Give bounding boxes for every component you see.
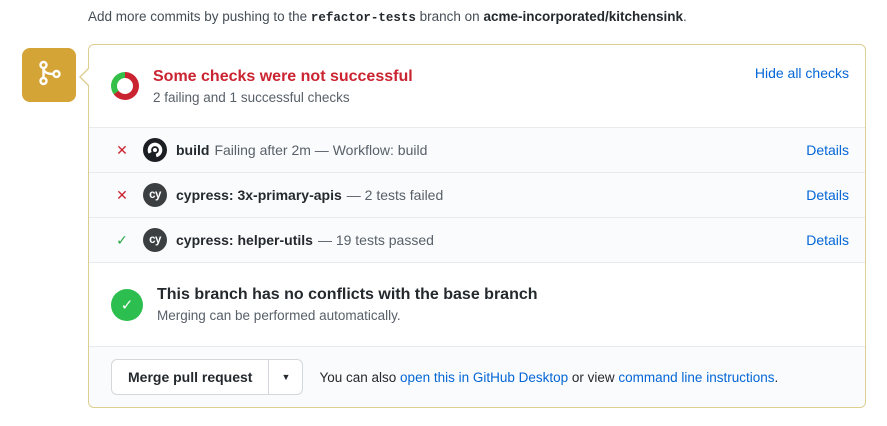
check-description: — 19 tests passed: [317, 232, 434, 248]
merge-action-bar: Merge pull request ▼ You can also open t…: [89, 346, 865, 407]
checks-summary-texts: Some checks were not successful 2 failin…: [153, 68, 755, 105]
check-icon: ✓: [116, 231, 128, 248]
check-list: ✕ build Failing after 2m — Workflow: bui…: [89, 127, 865, 262]
build-ci-icon: [143, 138, 167, 162]
also-prefix: You can also: [319, 369, 401, 385]
check-description: Failing after 2m — Workflow: build: [214, 142, 428, 158]
merge-status-avatar: [22, 48, 76, 102]
note-middle: branch on: [415, 9, 484, 24]
check-name: build: [176, 142, 210, 158]
x-icon: ✕: [116, 186, 128, 203]
mergeability-texts: This branch has no conflicts with the ba…: [157, 286, 538, 323]
checks-summary-header: Some checks were not successful 2 failin…: [89, 45, 865, 127]
mergeability-title: This branch has no conflicts with the ba…: [157, 286, 538, 303]
chevron-down-icon: ▼: [281, 372, 291, 382]
add-commits-note: Add more commits by pushing to the refac…: [88, 9, 687, 25]
github-desktop-link[interactable]: open this in GitHub Desktop: [400, 369, 569, 385]
command-line-instructions-link[interactable]: command line instructions: [618, 369, 775, 385]
check-name: cypress: 3x-primary-apis: [176, 187, 342, 203]
check-row-cypress-helper: ✓ cy cypress: helper-utils — 19 tests pa…: [89, 217, 865, 262]
or-view-text: or view: [568, 369, 619, 385]
speech-caret: [79, 67, 89, 87]
details-link[interactable]: Details: [806, 142, 849, 158]
details-link[interactable]: Details: [806, 187, 849, 203]
repo-name: acme-incorporated/kitchensink: [483, 9, 683, 24]
merge-box: Some checks were not successful 2 failin…: [79, 44, 866, 408]
check-description: — 2 tests failed: [346, 187, 444, 203]
merge-pull-request-button[interactable]: Merge pull request: [112, 360, 268, 394]
mergeability-subtitle: Merging can be performed automatically.: [157, 308, 401, 323]
hide-all-checks-link[interactable]: Hide all checks: [754, 65, 849, 81]
checks-status-donut-icon: [111, 72, 139, 100]
check-name: cypress: helper-utils: [176, 232, 313, 248]
checks-summary-title: Some checks were not successful: [153, 67, 413, 85]
check-row-cypress-primary: ✕ cy cypress: 3x-primary-apis — 2 tests …: [89, 172, 865, 217]
cypress-icon: cy: [143, 228, 167, 252]
branch-name: refactor-tests: [310, 11, 416, 25]
merge-options-dropdown-button[interactable]: ▼: [268, 360, 302, 394]
git-merge-icon: [33, 57, 65, 94]
checks-summary-subtitle: 2 failing and 1 successful checks: [153, 89, 350, 105]
check-row-build: ✕ build Failing after 2m — Workflow: bui…: [89, 127, 865, 172]
note-suffix: .: [683, 9, 687, 24]
check-circle-icon: ✓: [111, 288, 143, 321]
cypress-icon: cy: [143, 183, 167, 207]
x-icon: ✕: [116, 141, 128, 158]
mergeability-section: ✓ This branch has no conflicts with the …: [89, 262, 865, 346]
alternate-merge-options: You can also open this in GitHub Desktop…: [319, 370, 778, 385]
merge-button-group: Merge pull request ▼: [111, 359, 304, 395]
note-prefix: Add more commits by pushing to the: [88, 9, 311, 24]
sentence-period: .: [774, 369, 779, 385]
details-link[interactable]: Details: [806, 232, 849, 248]
